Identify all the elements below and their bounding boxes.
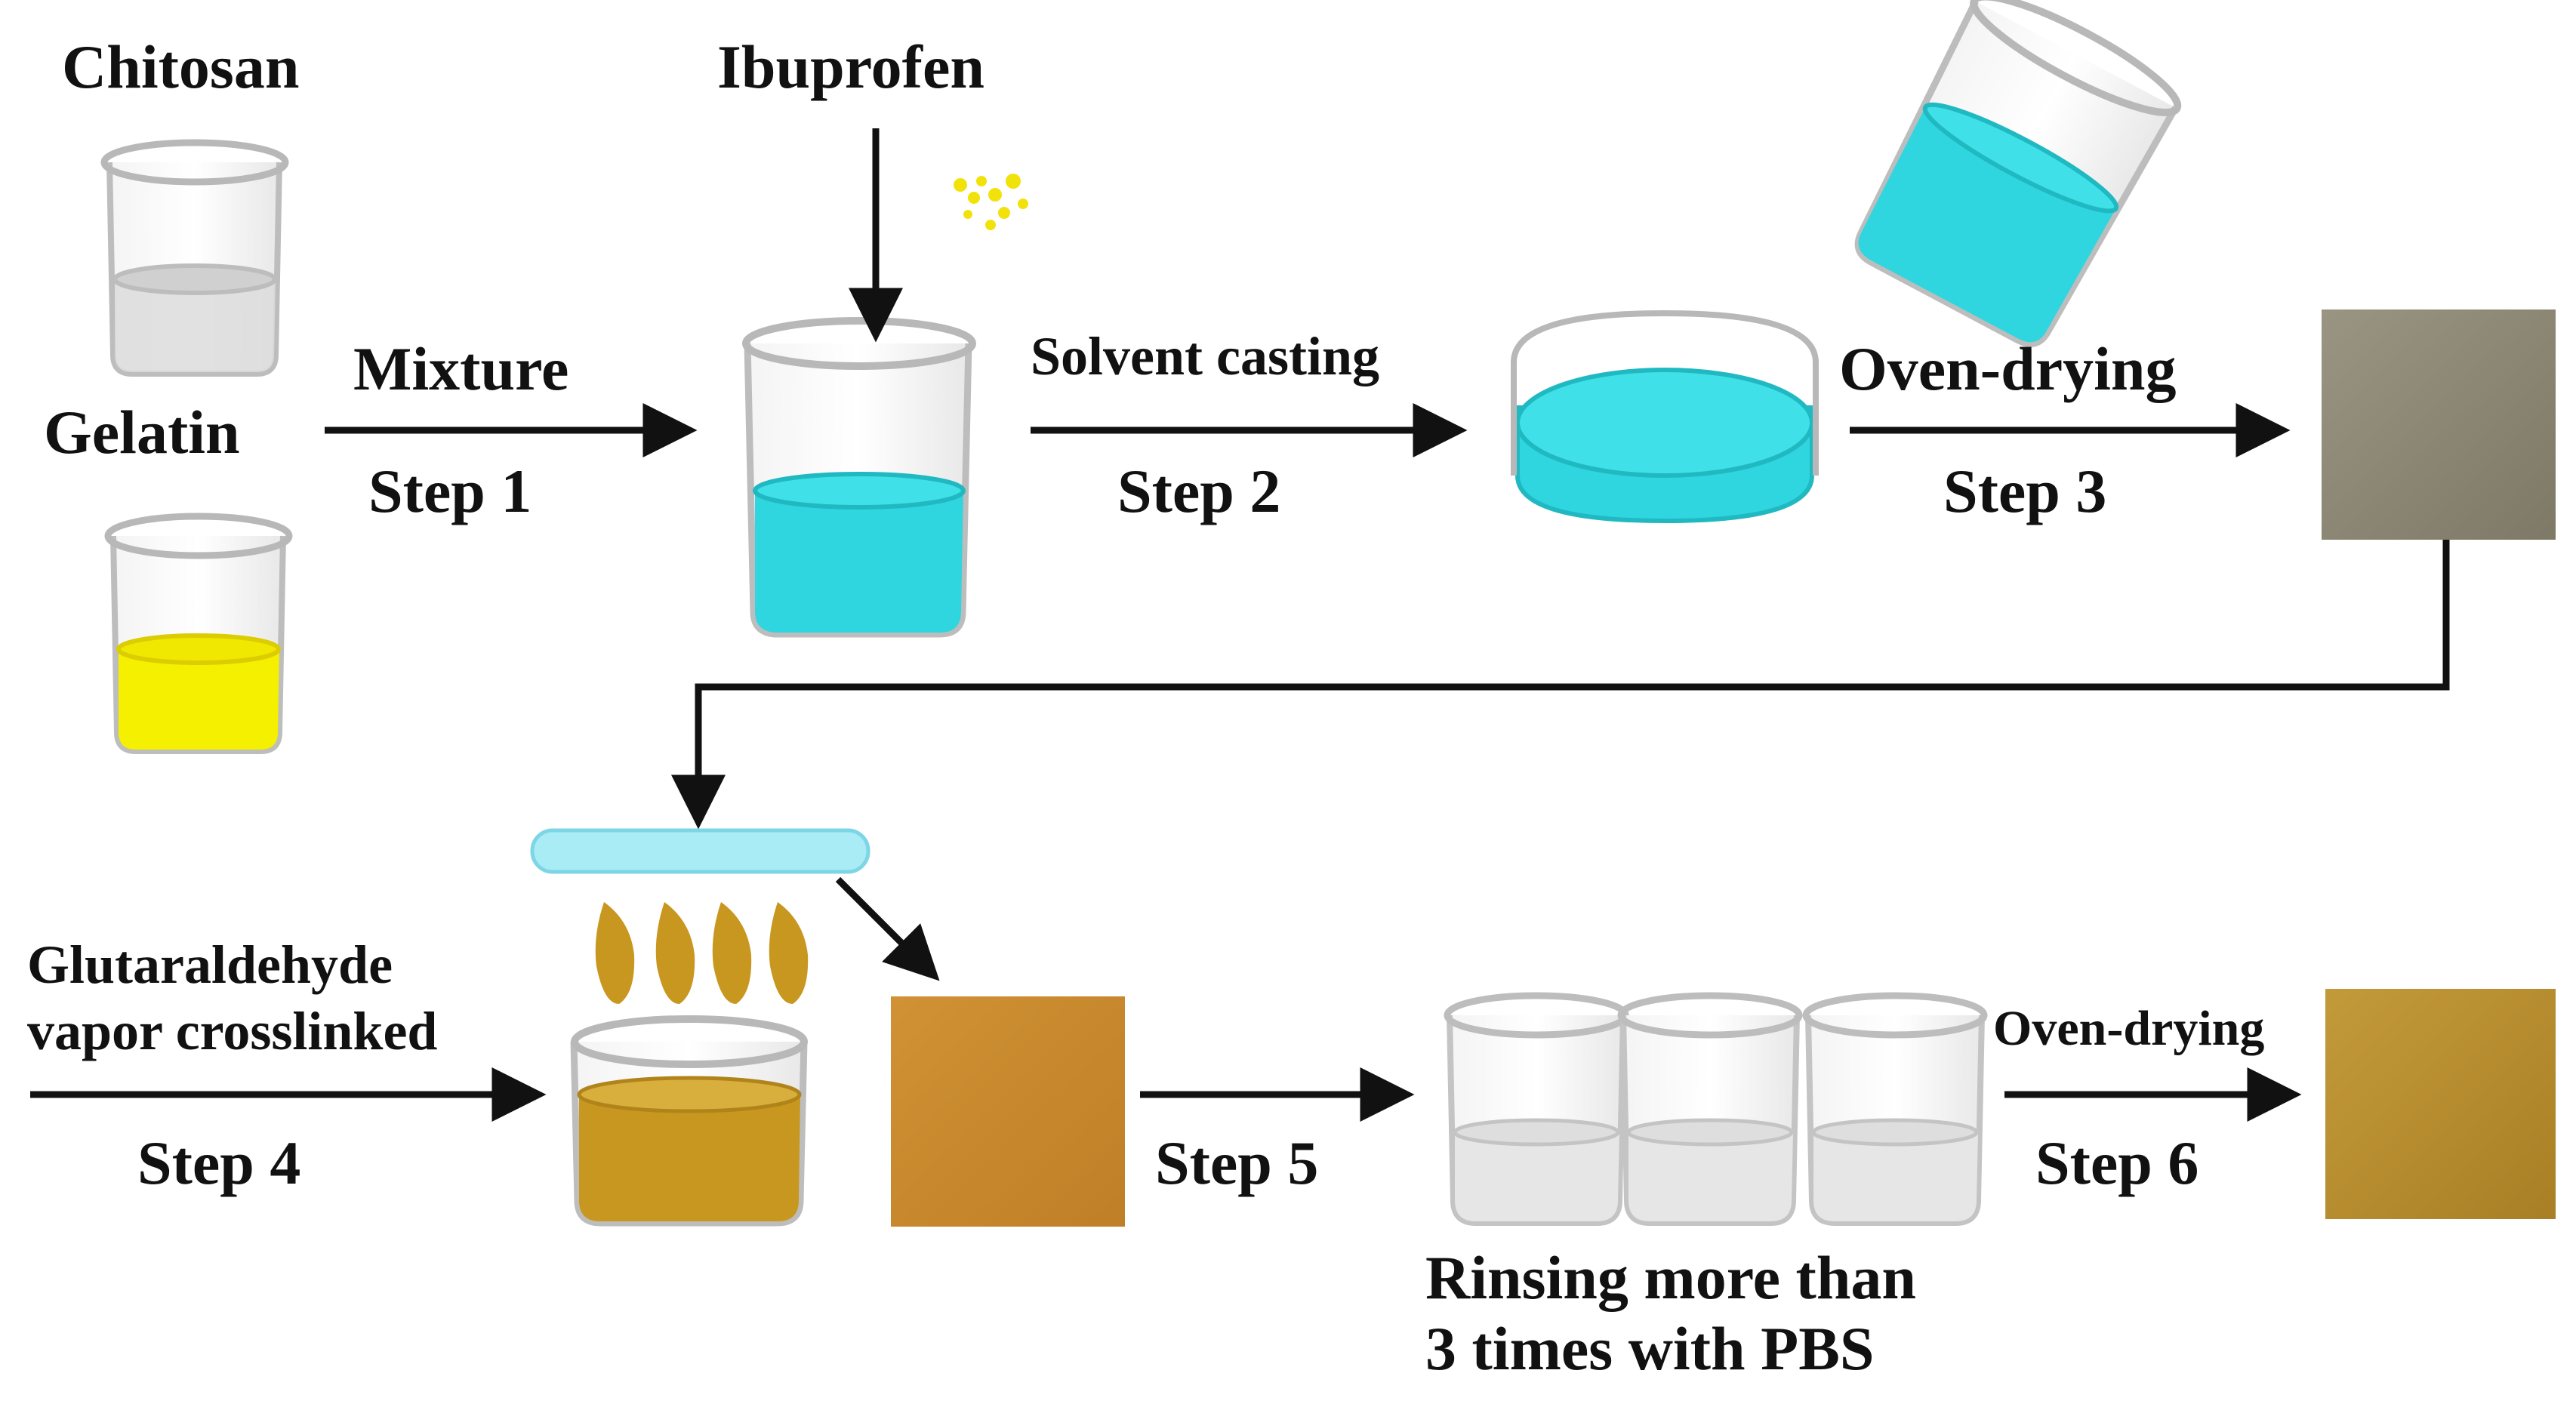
crosslinked-film [891, 996, 1125, 1227]
chitosan-beaker [100, 139, 289, 377]
gelatin-label: Gelatin [44, 398, 240, 466]
rinsing-beakers [1444, 992, 1988, 1226]
vapor-drops [595, 902, 809, 1004]
dried-film [2322, 309, 2556, 540]
step2-label: Step 2 [1117, 457, 1281, 525]
step5-label: Step 5 [1155, 1128, 1319, 1197]
to-crosslinked-arrow [835, 876, 940, 981]
petri-dish [1511, 309, 1819, 524]
rinse-beaker-3 [1802, 992, 1988, 1226]
final-film [2325, 989, 2556, 1219]
step5-action-line2: 3 times with PBS [1425, 1314, 1875, 1383]
mixture-beaker [742, 317, 976, 638]
row-connector-arrow [671, 540, 2450, 830]
rinse-beaker-2 [1617, 992, 1803, 1226]
ibuprofen-label: Ibuprofen [717, 32, 984, 101]
step4-label: Step 4 [137, 1128, 301, 1197]
gelatin-beaker [104, 513, 293, 754]
step3-action: Oven-drying [1839, 334, 2177, 403]
crosslinking-setup [530, 828, 870, 1227]
rinse-beaker-1 [1444, 992, 1629, 1226]
step1-action: Mixture [353, 334, 569, 403]
step2-action: Solvent casting [1031, 326, 1380, 386]
step4-action-line2: vapor crosslinked [27, 1001, 438, 1061]
ibuprofen-particles [954, 174, 1028, 230]
step4-action-line1: Glutaraldehyde [27, 935, 393, 995]
chitosan-label: Chitosan [62, 32, 300, 101]
step6-action: Oven-drying [1993, 1001, 2265, 1056]
step1-label: Step 1 [368, 457, 532, 525]
step3-label: Step 3 [1943, 457, 2107, 525]
step5-action-line1: Rinsing more than [1425, 1243, 1917, 1312]
step6-label: Step 6 [2035, 1128, 2199, 1197]
pouring-beaker [1854, 0, 2182, 347]
